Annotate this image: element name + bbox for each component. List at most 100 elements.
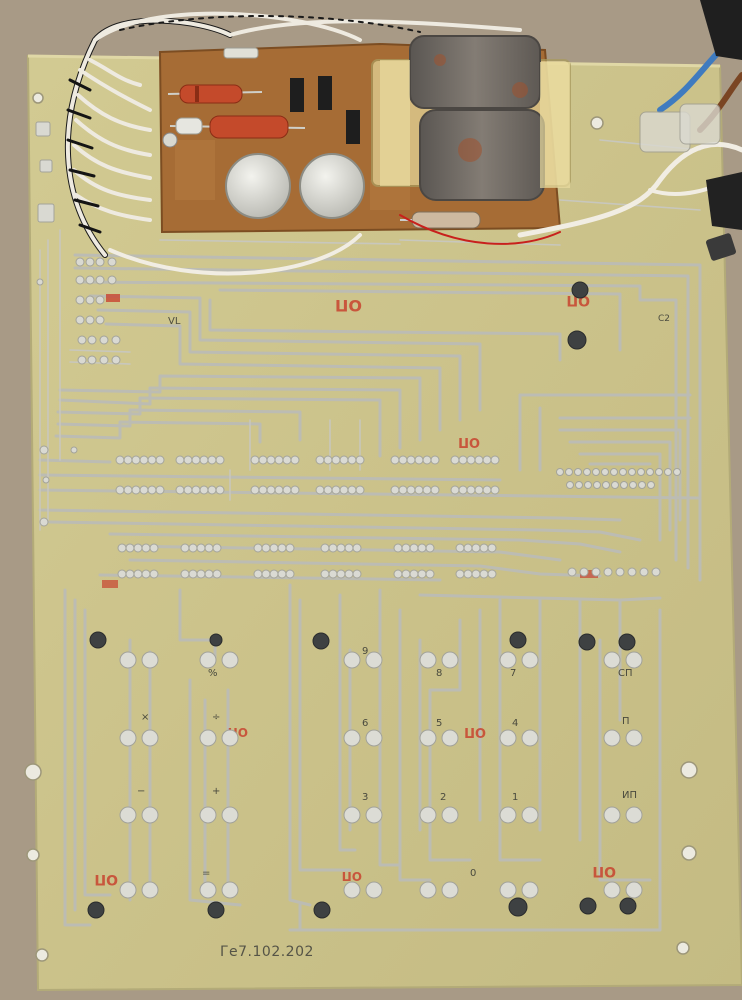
ic-pad [215, 455, 225, 465]
key-label-percent: % [208, 668, 218, 679]
ic-pad [584, 481, 592, 489]
ic-pad [673, 468, 681, 476]
ic-pad [149, 543, 159, 553]
key-pad [603, 729, 621, 747]
wire-harness [64, 11, 742, 276]
resistor [169, 115, 306, 139]
ic-pad [601, 468, 609, 476]
svg-text:ОП: ОП [342, 869, 362, 883]
key-pad [365, 651, 383, 669]
svg-text:ОП: ОП [464, 724, 486, 739]
ic-pad [664, 468, 672, 476]
ic-pad [355, 485, 365, 495]
ic-pad [629, 481, 637, 489]
ic-pad [487, 543, 497, 553]
key-pad [625, 651, 643, 669]
key-pad [141, 729, 159, 747]
key-label-p: П [622, 716, 630, 727]
ic-pad [627, 567, 637, 577]
svg-text:ОП: ОП [458, 434, 480, 449]
transformer [371, 35, 571, 201]
key-pad [441, 651, 459, 669]
ic-pad [583, 468, 591, 476]
key-label-multiply: × [141, 712, 150, 723]
ic-pad [565, 468, 573, 476]
ic-pad [490, 455, 500, 465]
key-pad [221, 729, 239, 747]
resistor [167, 84, 263, 104]
key-label-7: 7 [510, 668, 517, 679]
ic-pad [651, 567, 661, 577]
svg-text:ОП: ОП [592, 863, 616, 879]
key-pad [221, 651, 239, 669]
key-pad [603, 806, 621, 824]
ic-pad [611, 481, 619, 489]
key-pad [199, 729, 217, 747]
key-label-6: 6 [362, 718, 369, 729]
key-label-8: 8 [436, 668, 443, 679]
silkscreen-vl: VL [168, 316, 181, 327]
ic-pad [425, 543, 435, 553]
key-pad [419, 806, 437, 824]
ic-pad [155, 485, 165, 495]
key-pad [141, 806, 159, 824]
key-pad [625, 806, 643, 824]
key-pad [521, 651, 539, 669]
key-pad [419, 881, 437, 899]
ic-pad [639, 567, 649, 577]
key-pad [221, 806, 239, 824]
key-label-0: 0 [470, 868, 477, 879]
ic-pad [212, 569, 222, 579]
ic-pad [602, 481, 610, 489]
key-label-3: 3 [362, 792, 369, 803]
ic-pad [215, 485, 225, 495]
key-pad [625, 881, 643, 899]
ic-pad [592, 468, 600, 476]
ic-pad [638, 481, 646, 489]
key-pad [521, 729, 539, 747]
ic-pad [575, 481, 583, 489]
ic-pad [430, 455, 440, 465]
mounting-holes [24, 92, 698, 962]
ic-pad [490, 485, 500, 495]
ic-pad [619, 468, 627, 476]
ic-pad [615, 567, 625, 577]
ic-pad [352, 569, 362, 579]
key-pad [343, 806, 361, 824]
key-pad [521, 806, 539, 824]
ic-pad [610, 468, 618, 476]
key-label-divide: ÷ [212, 712, 221, 723]
key-pad [441, 729, 459, 747]
ic-pad [603, 567, 613, 577]
key-pad [499, 729, 517, 747]
terminal-block [639, 0, 742, 261]
key-pad [343, 881, 361, 899]
key-label-4: 4 [512, 718, 519, 729]
ic-pad [285, 543, 295, 553]
key-label-1: 1 [512, 792, 519, 803]
ic-pad [355, 455, 365, 465]
key-pad [141, 881, 159, 899]
key-label-5: 5 [436, 718, 443, 729]
ic-pad [628, 468, 636, 476]
ic-pad [620, 481, 628, 489]
ic-pad [352, 543, 362, 553]
key-label-ip: ИП [622, 790, 637, 801]
ic-pad [487, 569, 497, 579]
key-pad [199, 806, 217, 824]
capacitor [299, 153, 365, 219]
key-pad [343, 729, 361, 747]
ic-pad [647, 481, 655, 489]
key-pad [441, 806, 459, 824]
ic-pad [212, 543, 222, 553]
key-contact-pads [119, 651, 643, 899]
board-marking: Гe7.102.202 [220, 944, 314, 960]
key-pad [521, 881, 539, 899]
key-pad [119, 806, 137, 824]
ic-pad [425, 569, 435, 579]
key-pad [499, 806, 517, 824]
ic-pad [566, 481, 574, 489]
key-pad [365, 806, 383, 824]
ic-pad [646, 468, 654, 476]
